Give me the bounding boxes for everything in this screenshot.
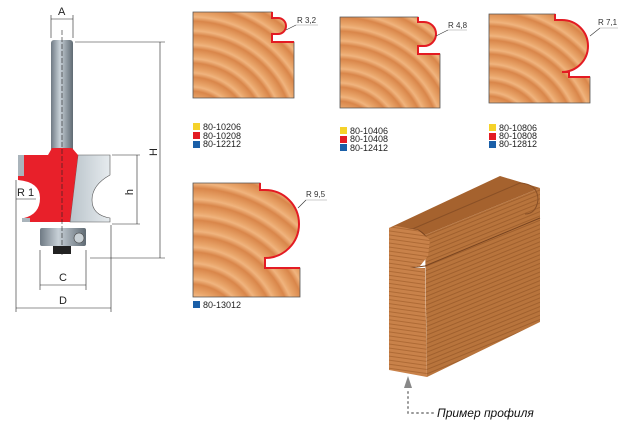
bearing: [40, 228, 86, 246]
color-swatch: [340, 127, 347, 134]
color-swatch: [193, 123, 200, 130]
cutter-tip-steel: [18, 155, 30, 222]
dim-label-R: R 1: [17, 187, 34, 199]
product-code: 80-10206: [203, 122, 241, 132]
radius-label: R 9,5: [306, 190, 326, 199]
profile-panel-2: R 4,8 80-10406 80-10408 80-12412: [339, 16, 468, 153]
product-code: 80-13012: [203, 300, 241, 310]
color-swatch: [193, 301, 200, 308]
color-swatch: [489, 133, 496, 140]
cutter-body-red: [18, 148, 78, 222]
router-bit-drawing: A H h R 1 C D: [15, 6, 165, 312]
product-code: 80-10408: [350, 134, 388, 144]
color-swatch: [193, 132, 200, 139]
product-code: 80-10806: [499, 123, 537, 133]
product-code: 80-12412: [350, 143, 388, 153]
dim-label-D: D: [59, 295, 67, 307]
dim-label-H: H: [148, 148, 160, 156]
product-code: 80-10808: [499, 131, 537, 141]
profile-panel-4: R 9,5 80-13012: [192, 182, 327, 310]
color-swatch: [489, 124, 496, 131]
dim-label-A: A: [58, 6, 66, 18]
profile-panel-3: R 7,1 80-10806 80-10808 80-12812: [488, 13, 618, 149]
radius-label: R 4,8: [448, 21, 468, 30]
dim-label-h: h: [124, 189, 136, 195]
product-code: 80-12212: [203, 139, 241, 149]
color-swatch: [193, 141, 200, 148]
example-caption: Пример профиля: [437, 406, 534, 420]
arrow-up-icon: [404, 376, 412, 388]
product-code: 80-12812: [499, 139, 537, 149]
radius-label: R 7,1: [598, 18, 618, 27]
product-code: 80-10208: [203, 131, 241, 141]
color-swatch: [340, 144, 347, 151]
product-code: 80-10406: [350, 126, 388, 136]
cutter-body-steel: [69, 154, 111, 223]
color-swatch: [340, 136, 347, 143]
bearing-ball: [73, 232, 85, 244]
profile-panel-1: R 3,2 80-10206 80-10208 80-12212: [192, 11, 318, 149]
color-swatch: [489, 141, 496, 148]
dotted-leader: [407, 391, 435, 414]
dim-label-C: C: [59, 272, 67, 284]
radius-label: R 3,2: [297, 16, 317, 25]
example-board: [389, 176, 541, 377]
